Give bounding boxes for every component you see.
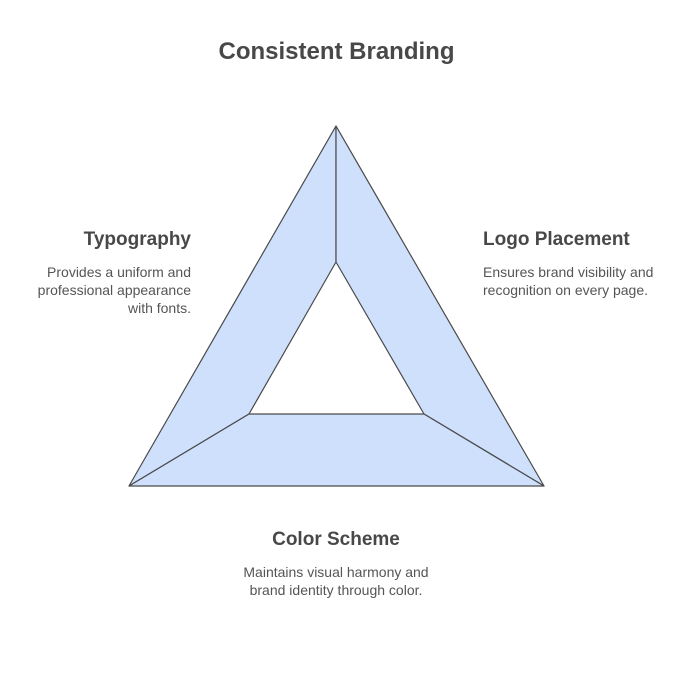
typography-description: Provides a uniform and professional appe…: [37, 264, 191, 316]
segment-color-scheme: [128, 413, 545, 487]
color-scheme-label: Color Scheme Maintains visual harmony an…: [236, 529, 436, 599]
color-scheme-description: Maintains visual harmony and brand ident…: [243, 564, 429, 598]
typography-label: Typography Provides a uniform and profes…: [20, 229, 191, 317]
logo-placement-label: Logo Placement Ensures brand visibility …: [483, 229, 658, 299]
color-scheme-heading: Color Scheme: [272, 529, 400, 550]
typography-heading: Typography: [83, 229, 191, 250]
logo-placement-description: Ensures brand visibility and recognition…: [483, 264, 654, 298]
diagram-title: Consistent Branding: [218, 38, 455, 65]
logo-placement-heading: Logo Placement: [483, 229, 630, 250]
